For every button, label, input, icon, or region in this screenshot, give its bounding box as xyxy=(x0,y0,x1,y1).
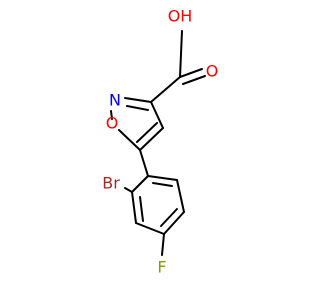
bond-n-o xyxy=(110,110,113,120)
bond-group xyxy=(110,30,206,256)
bond-ph-c4-c5-inner xyxy=(160,208,178,227)
bond-c-f xyxy=(161,233,165,256)
bond-ph-c2-c3-inner xyxy=(139,196,144,222)
bond-ph-c2-c3 xyxy=(131,191,137,224)
atom-f-label: F xyxy=(157,258,166,277)
atom-ring-o-label: O xyxy=(106,114,119,133)
bond-c-o-double-2 xyxy=(182,75,206,85)
bond-c3-n-double-1 xyxy=(124,97,152,103)
bond-ph-c3-c4 xyxy=(135,222,165,235)
atom-oh-label: OH xyxy=(168,7,193,26)
bond-ph-c5-c6 xyxy=(176,179,185,213)
atom-br-label: Br xyxy=(102,174,120,193)
atom-n-label: N xyxy=(109,91,121,110)
bond-ph-c6-c1 xyxy=(147,175,178,181)
bond-c-br xyxy=(124,187,133,193)
molecule-canvas: OH O N O Br F xyxy=(102,6,219,277)
bond-c3-c4 xyxy=(150,101,164,129)
atom-carbonyl-o-label: O xyxy=(206,62,219,81)
bond-c4-c5-double-2 xyxy=(136,122,158,143)
bond-c-o-double-1 xyxy=(179,68,203,78)
bond-c3-n-double-2 xyxy=(126,105,149,111)
molecule-diagram: OH O N O Br F xyxy=(102,7,219,277)
bond-ph-c4-c5 xyxy=(163,211,185,235)
bond-c5-o xyxy=(118,129,141,151)
bond-cooh-ring xyxy=(150,76,181,103)
bond-ph-c6-c1-inner xyxy=(152,182,173,187)
bond-c4-c5-double-1 xyxy=(139,127,164,151)
bond-isoxazole-phenyl xyxy=(139,149,149,177)
bond-c-oh xyxy=(179,30,183,78)
bond-ph-c1-c2 xyxy=(131,175,149,193)
